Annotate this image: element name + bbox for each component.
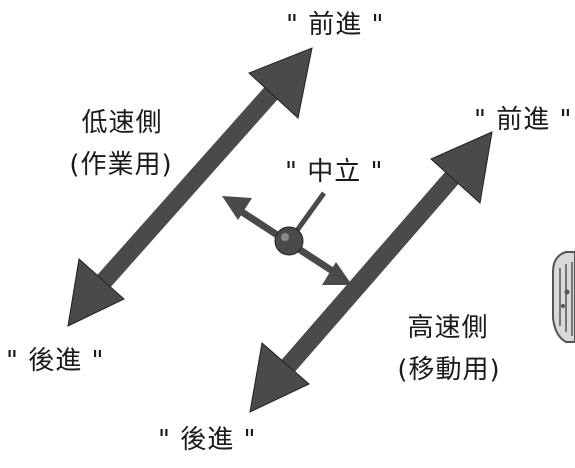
high-speed-forward-label: " 前進 " xyxy=(474,105,573,135)
neutral-lever-knob-highlight xyxy=(281,233,289,241)
high-speed-double-arrow xyxy=(249,131,493,413)
low-speed-forward-arrowhead xyxy=(248,47,313,119)
high-speed-forward-arrowhead xyxy=(430,131,493,204)
neutral-lower-right-arrowhead xyxy=(322,262,352,285)
neutral-pointer-line xyxy=(290,191,327,238)
low-speed-side-label: 低速側 xyxy=(81,108,163,138)
high-speed-reverse-arrowhead xyxy=(249,342,310,413)
low-speed-reverse-arrowhead xyxy=(67,258,125,327)
low-speed-forward-label: " 前進 " xyxy=(286,10,385,40)
low-speed-double-arrow xyxy=(67,47,313,327)
low-speed-purpose-label: (作業用) xyxy=(69,150,173,180)
lever-grip-icon xyxy=(552,251,575,343)
neutral-lever-knob xyxy=(274,226,304,256)
low-speed-reverse-label: " 後進 " xyxy=(6,346,105,376)
high-speed-side-label: 高速側 xyxy=(407,313,489,343)
neutral-label: " 中立 " xyxy=(285,157,384,187)
neutral-upper-left-arrowhead xyxy=(222,196,252,220)
high-speed-purpose-label: (移動用) xyxy=(397,355,501,385)
high-speed-reverse-label: " 後進 " xyxy=(158,425,257,455)
